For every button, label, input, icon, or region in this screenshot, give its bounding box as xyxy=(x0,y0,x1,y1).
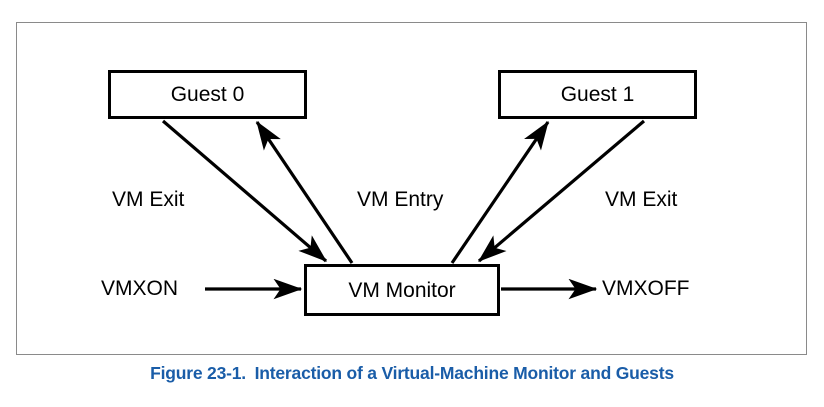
node-vm-monitor: VM Monitor xyxy=(304,264,500,316)
node-guest0: Guest 0 xyxy=(108,70,307,119)
edge-label-vm-exit-left: VM Exit xyxy=(112,188,185,211)
terminal-label-vmxon: VMXON xyxy=(101,277,179,300)
terminal-label-vmxoff: VMXOFF xyxy=(602,277,690,300)
figure-caption-title: Interaction of a Virtual-Machine Monitor… xyxy=(254,363,674,383)
edge-guest0-to-monitor xyxy=(161,119,328,263)
figure-caption: Figure 23-1. Interaction of a Virtual-Ma… xyxy=(0,363,824,384)
edge-monitor-to-guest0 xyxy=(255,120,354,264)
node-guest0-label: Guest 0 xyxy=(170,83,245,106)
node-guest1: Guest 1 xyxy=(498,70,697,119)
node-vm-monitor-label: VM Monitor xyxy=(348,278,456,302)
figure-caption-number: Figure 23-1. xyxy=(150,363,246,383)
edge-label-vm-entry: VM Entry xyxy=(357,188,444,211)
edge-guest1-to-monitor xyxy=(477,119,646,263)
node-guest1-label: Guest 1 xyxy=(560,83,635,106)
edge-label-vm-exit-right: VM Exit xyxy=(605,188,678,211)
edge-monitor-to-guest1 xyxy=(450,120,550,264)
